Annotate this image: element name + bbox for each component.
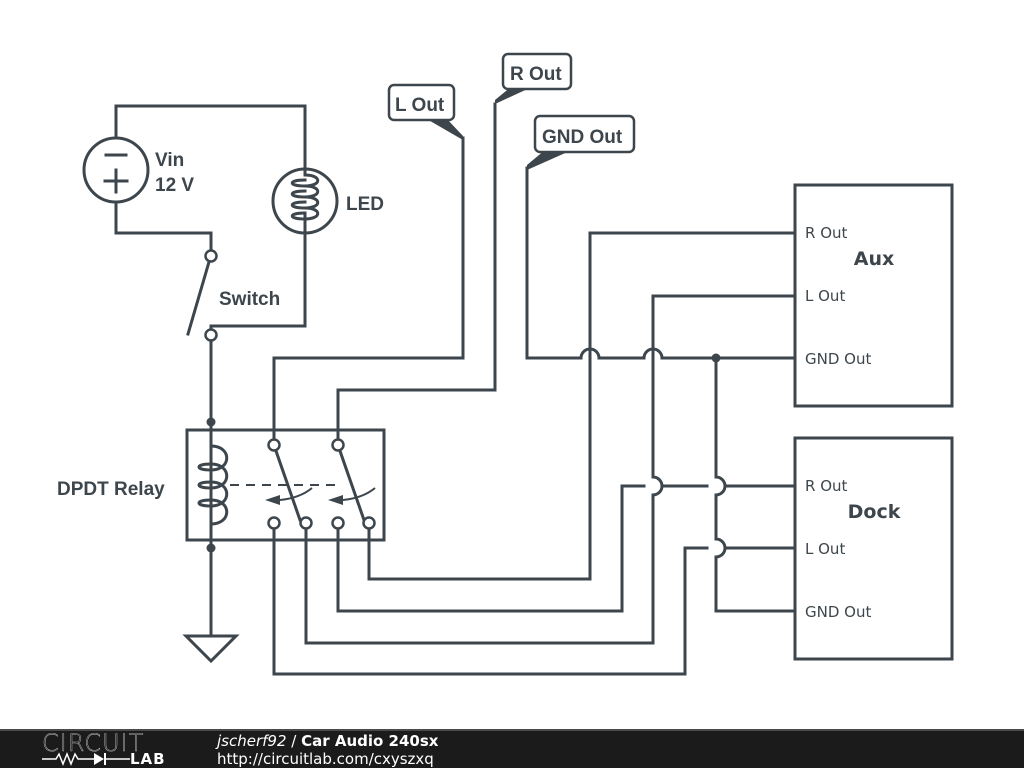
net-flag-gnd-out[interactable]: GND Out xyxy=(527,114,636,170)
pin-label: R Out xyxy=(805,224,848,242)
dpdt-relay[interactable]: DPDT Relay xyxy=(57,417,386,553)
flag-box xyxy=(501,52,573,91)
block-body xyxy=(793,183,954,408)
wire-aux-l-out-to-relay xyxy=(304,294,797,645)
flag-label: GND Out xyxy=(542,127,623,148)
flag-pointer-icon xyxy=(527,150,572,170)
flag-box xyxy=(533,114,636,154)
block-title: Dock xyxy=(848,501,901,523)
relay-nc-terminal-1 xyxy=(267,516,281,530)
circuit-url[interactable]: http://circuitlab.com/cxyszxq xyxy=(217,750,434,768)
block-aux[interactable]: Aux R Out L Out GND Out xyxy=(793,183,954,408)
wire-dock-r-out-to-relay xyxy=(336,484,797,613)
block-title: Aux xyxy=(854,248,895,270)
wire-gnd-to-dock-gnd xyxy=(714,356,797,613)
relay-no-terminal-1 xyxy=(299,516,313,530)
relay-common-terminal-2 xyxy=(331,438,345,452)
separator: / xyxy=(286,732,302,750)
pin-label: L Out xyxy=(805,540,845,558)
switch-terminal-top xyxy=(204,249,218,263)
pin-label: R Out xyxy=(805,477,848,495)
net-flag-l-out[interactable]: L Out xyxy=(387,83,463,140)
flag-pointer-icon xyxy=(425,118,463,140)
switch-label: Switch xyxy=(219,289,280,310)
block-dock[interactable]: Dock R Out L Out GND Out xyxy=(793,436,954,661)
arrowhead-icon xyxy=(328,495,343,505)
wire-aux-r-out-to-relay xyxy=(367,231,797,581)
ground-icon xyxy=(182,634,240,664)
pin-label: GND Out xyxy=(805,350,871,368)
wire-led-to-switch xyxy=(209,231,307,331)
pin-label: GND Out xyxy=(805,603,871,621)
logo-text-circuit: CIRCUIT xyxy=(42,729,145,757)
wire-vin-to-led xyxy=(114,104,307,171)
voltage-source[interactable]: Vin 12 V xyxy=(82,136,194,204)
power-loop-wires xyxy=(114,104,307,424)
actuation-arrow-1 xyxy=(279,487,313,501)
switch-lever-icon xyxy=(186,260,211,336)
relay-coil-icon xyxy=(197,444,229,526)
arrowhead-icon xyxy=(265,495,280,505)
footer-bar: CIRCUIT LAB jscherf92 / Car Audio 240sx … xyxy=(0,729,1024,768)
schematic-canvas: Vin 12 V LED Switch xyxy=(57,52,954,676)
wire-vin-to-switch xyxy=(114,200,213,252)
ground[interactable] xyxy=(182,546,240,664)
net-flag-r-out[interactable]: R Out xyxy=(495,52,573,104)
led-lamp[interactable]: LED xyxy=(271,167,384,235)
switch-terminal-bottom xyxy=(204,328,218,342)
relay-common-terminal-1 xyxy=(267,438,281,452)
relay-contact-arm-1 xyxy=(274,449,302,522)
source-value-label: 12 V xyxy=(155,175,194,196)
spst-switch[interactable]: Switch xyxy=(186,249,280,342)
relay-label: DPDT Relay xyxy=(57,479,165,500)
relay-contact-arm-2 xyxy=(338,449,366,522)
flag-label: L Out xyxy=(395,95,445,116)
pin-label: L Out xyxy=(805,287,845,305)
relay-body xyxy=(185,428,386,542)
wire-l-out-to-relay xyxy=(272,136,465,441)
filament-coil-icon xyxy=(290,173,320,221)
wire-r-out-to-relay xyxy=(336,102,497,441)
wire-dock-l-out-to-relay xyxy=(272,527,797,676)
footer-title-line: jscherf92 / Car Audio 240sx xyxy=(217,732,438,750)
logo-text-lab: LAB xyxy=(130,750,166,768)
block-body xyxy=(793,436,954,661)
wire-gnd-out-to-aux-gnd xyxy=(525,166,797,360)
source-name-label: Vin xyxy=(155,150,184,171)
resistor-diode-icon xyxy=(42,752,130,766)
actuation-arrow-2 xyxy=(342,487,376,501)
flag-pointer-icon xyxy=(495,86,534,104)
relay-no-terminal-2 xyxy=(362,516,376,530)
circuit-title: Car Audio 240sx xyxy=(301,732,439,750)
circuitlab-logo[interactable]: CIRCUIT LAB xyxy=(42,729,177,768)
flag-box xyxy=(387,83,456,122)
voltage-source-icon xyxy=(82,136,150,204)
author-link[interactable]: jscherf92 xyxy=(217,732,287,750)
relay-nc-terminal-2 xyxy=(331,516,345,530)
flag-label: R Out xyxy=(510,64,562,85)
led-label: LED xyxy=(346,194,384,215)
